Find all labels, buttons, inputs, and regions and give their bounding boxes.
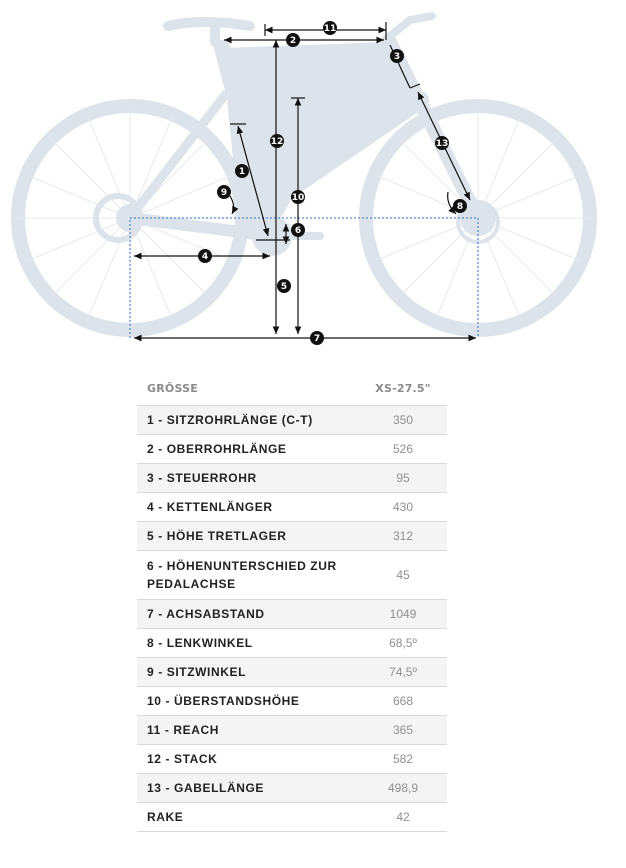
marker-12: 12: [270, 134, 284, 148]
marker-5: 5: [277, 279, 291, 293]
measurement-label: 10 - ÜBERSTANDSHÖHE: [137, 686, 359, 716]
bike-silhouette: [11, 12, 597, 337]
geometry-table: GRÖSSE XS-27.5" 1 - SITZROHRLÄNGE (C-T)3…: [137, 372, 447, 832]
marker-6: 6: [291, 223, 305, 237]
measurement-label: 12 - STACK: [137, 744, 359, 774]
measurement-label: 11 - REACH: [137, 715, 359, 745]
measurement-label: 8 - LENKWINKEL: [137, 628, 359, 658]
reference-lines: [129, 217, 479, 338]
size-value-header: XS-27.5": [375, 382, 431, 395]
measurement-value: 498,9: [359, 773, 447, 803]
measurement-value: 430: [359, 492, 447, 522]
measurement-label: 3 - STEUERROHR: [137, 463, 359, 493]
svg-text:12: 12: [271, 137, 284, 147]
svg-text:2: 2: [290, 36, 296, 46]
marker-1: 1: [235, 164, 249, 178]
measurement-value: 582: [359, 744, 447, 774]
svg-text:5: 5: [281, 282, 287, 292]
markers: 1 2 3 4 5 6 7 8 9 10 11 12 13: [198, 21, 467, 345]
marker-13: 13: [435, 136, 449, 150]
measurement-value: 365: [359, 715, 447, 745]
measurement-value: 68,5º: [359, 628, 447, 658]
measurement-value: 350: [359, 405, 447, 435]
svg-text:3: 3: [394, 52, 400, 62]
svg-text:4: 4: [202, 252, 208, 262]
measurement-label: 9 - SITZWINKEL: [137, 657, 359, 687]
marker-2: 2: [286, 33, 300, 47]
marker-9: 9: [217, 185, 231, 199]
measurement-label: 4 - KETTENLÄNGER: [137, 492, 359, 522]
svg-text:8: 8: [457, 202, 463, 212]
measurement-value: 668: [359, 686, 447, 716]
marker-4: 4: [198, 249, 212, 263]
measurement-label: 1 - SITZROHRLÄNGE (C-T): [137, 405, 359, 435]
marker-7: 7: [310, 331, 324, 345]
svg-text:10: 10: [292, 193, 305, 203]
table-header-row: GRÖSSE XS-27.5": [137, 372, 447, 406]
measurement-label: 5 - HÖHE TRETLAGER: [137, 521, 359, 551]
measurement-value: 45: [359, 550, 447, 600]
measurement-value: 42: [359, 802, 447, 832]
marker-3: 3: [390, 49, 404, 63]
svg-text:7: 7: [314, 334, 320, 344]
marker-11: 11: [323, 21, 337, 35]
svg-text:11: 11: [324, 24, 337, 34]
svg-text:6: 6: [295, 226, 301, 236]
measurement-value: 526: [359, 434, 447, 464]
svg-text:1: 1: [239, 167, 245, 177]
measurement-label: 2 - OBERROHRLÄNGE: [137, 434, 359, 464]
measurement-value: 74,5º: [359, 657, 447, 687]
measurement-value: 312: [359, 521, 447, 551]
bike-geometry-diagram: 1 2 3 4 5 6 7 8 9 10 11 12 13: [11, 12, 597, 345]
svg-text:13: 13: [436, 139, 449, 149]
size-header: GRÖSSE: [147, 382, 198, 395]
frame: [93, 12, 500, 256]
measurement-label: 13 - GABELLÄNGE: [137, 773, 359, 803]
marker-8: 8: [453, 199, 467, 213]
svg-text:9: 9: [221, 188, 227, 198]
measurement-label: 7 - ACHSABSTAND: [137, 599, 359, 629]
measurement-label: 6 - HÖHENUNTERSCHIED ZUR PEDALACHSE: [137, 550, 359, 600]
table-row: 1 - SITZROHRLÄNGE (C-T)350: [137, 405, 447, 435]
measurement-value: 1049: [359, 599, 447, 629]
marker-10: 10: [291, 190, 305, 204]
measurement-value: 95: [359, 463, 447, 493]
measurement-label: RAKE: [137, 802, 359, 832]
